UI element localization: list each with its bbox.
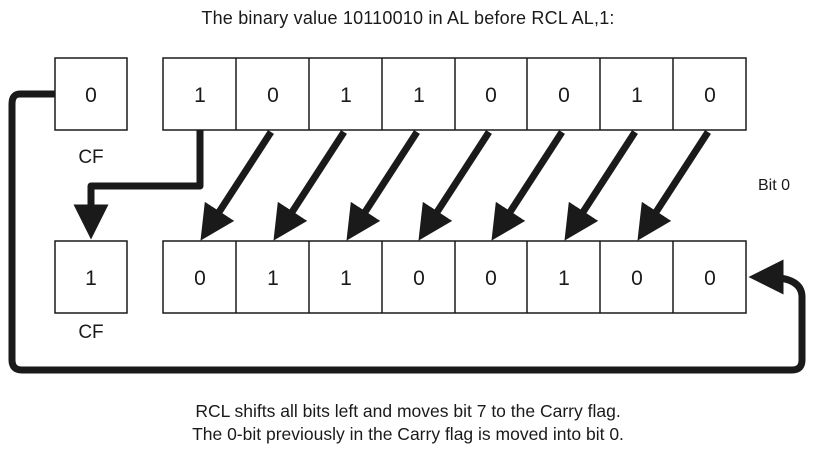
bit-before-2: 0 [558,84,570,107]
bit-after-7: 0 [194,267,206,290]
cf-to-bit0-loop-arrow [8,90,806,374]
register-before [162,57,747,131]
cf-after-label: CF [78,322,103,343]
bit-before-4: 1 [413,84,425,107]
shift-arrow-4 [346,130,420,241]
shift-arrow-0 [637,130,711,241]
bit-before-6: 0 [267,84,279,107]
bit0-label: Bit 0 [758,177,790,194]
bit7-to-cf-arrow [73,130,204,240]
shift-arrow-6 [200,130,274,241]
caption-line-2: The 0-bit previously in the Carry flag i… [192,424,624,444]
bit-before-3: 0 [485,84,497,107]
diagram-title: The binary value 10110010 in AL before R… [201,8,615,28]
cf-after-value: 1 [85,267,97,290]
bit-after-5: 1 [340,267,352,290]
caption: RCL shifts all bits left and moves bit 7… [0,400,816,446]
bit-after-6: 1 [267,267,279,290]
cf-before-box [54,57,128,131]
shift-arrow-1 [564,130,638,241]
bit-after-4: 0 [413,267,425,290]
bit-after-1: 0 [631,267,643,290]
cf-before-value: 0 [85,84,97,107]
shift-arrow-5 [273,130,347,241]
shift-arrow-3 [418,130,492,241]
cf-after-box [54,240,128,314]
bit-after-0: 0 [704,267,716,290]
shift-arrows [200,130,711,241]
caption-line-1: RCL shifts all bits left and moves bit 7… [195,401,621,421]
cf-before-label: CF [78,147,103,168]
bit-before-7: 1 [194,84,206,107]
bit-after-3: 0 [485,267,497,290]
bit-after-2: 1 [558,267,570,290]
register-after [162,240,747,314]
shift-arrow-2 [491,130,565,241]
bit-before-5: 1 [340,84,352,107]
bit-before-1: 1 [631,84,643,107]
bit-before-0: 0 [704,84,716,107]
